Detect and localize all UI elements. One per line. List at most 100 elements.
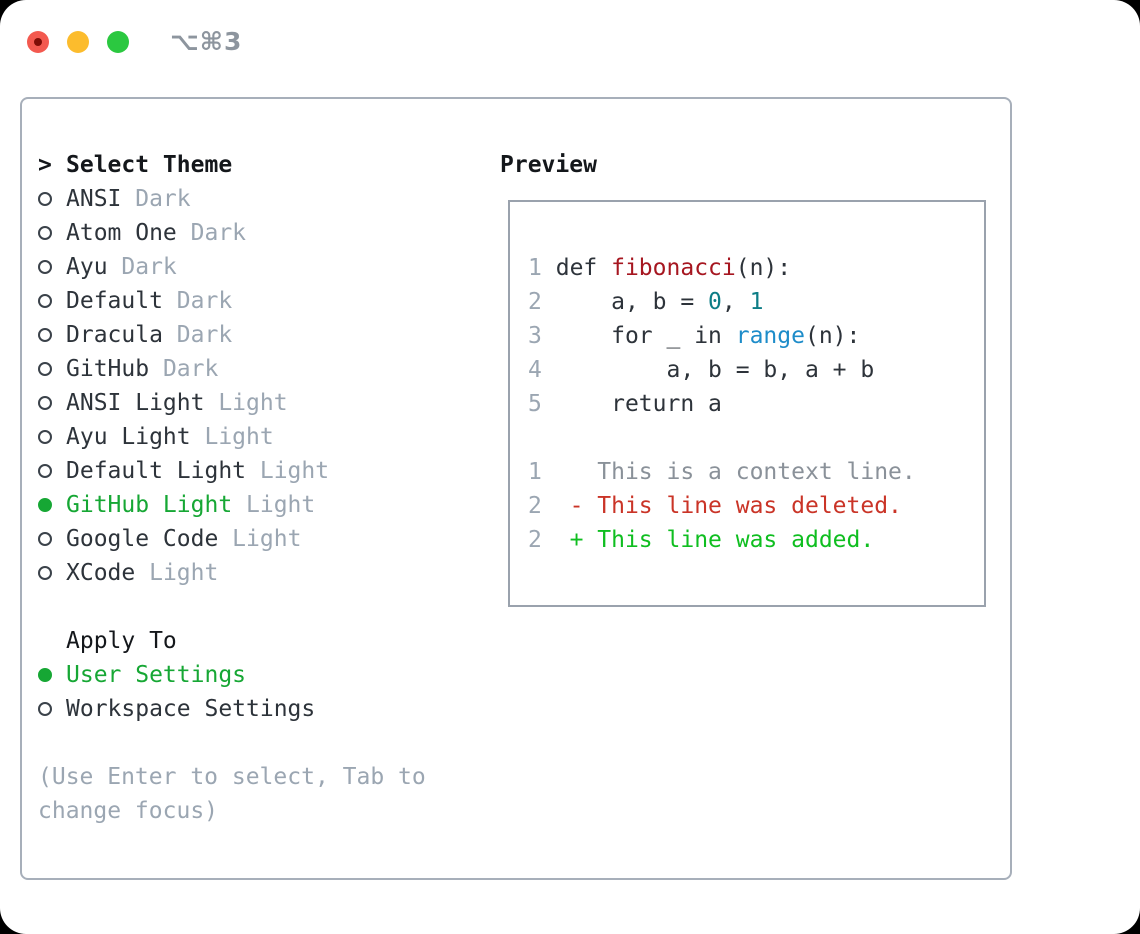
theme-option[interactable]: GitHub Light Light <box>38 488 426 522</box>
radio-unselected-icon <box>38 226 66 240</box>
radio-circle <box>38 532 52 546</box>
radio-circle <box>38 226 52 240</box>
radio-circle <box>38 498 52 512</box>
theme-option[interactable]: ANSI Dark <box>38 182 426 216</box>
apply-option-label: Workspace Settings <box>66 696 316 722</box>
theme-variant: Dark <box>149 356 219 382</box>
theme-name: Default Light <box>66 458 247 484</box>
radio-circle <box>38 566 52 580</box>
radio-circle <box>38 260 52 274</box>
theme-variant: Dark <box>162 288 233 314</box>
radio-unselected-icon <box>38 328 66 342</box>
radio-circle <box>38 192 52 206</box>
code-token: , <box>721 289 750 315</box>
theme-variant: Light <box>135 560 219 586</box>
window-shortcut-label: ⌥⌘3 <box>170 27 243 56</box>
code-token: fibonacci <box>611 255 736 281</box>
radio-unselected-icon <box>38 260 66 274</box>
radio-unselected-icon <box>38 294 66 308</box>
preview-line: 1 def fibonacci(n): <box>528 251 984 285</box>
theme-option[interactable]: XCode Light <box>38 556 426 590</box>
hint-line-1: (Use Enter to select, Tab to <box>38 764 426 790</box>
theme-variant: Dark <box>176 220 247 246</box>
theme-variant: Dark <box>107 254 177 280</box>
select-theme-title: Select Theme <box>66 152 233 178</box>
theme-name: Dracula <box>66 322 163 348</box>
preview-line <box>528 421 984 455</box>
code-token: a, b = b, a + b <box>555 357 875 383</box>
spacer <box>38 590 426 624</box>
prompt-icon: > <box>38 152 52 178</box>
hint-text: (Use Enter to select, Tab to change focu… <box>38 760 426 828</box>
theme-variant: Light <box>232 492 316 518</box>
theme-name: ANSI Light <box>66 390 205 416</box>
radio-circle <box>38 702 52 716</box>
radio-unselected-icon <box>38 362 66 376</box>
code-token: + This line was added. <box>555 527 875 553</box>
code-token: 0 <box>708 289 722 315</box>
theme-variant: Light <box>190 424 274 450</box>
radio-circle <box>38 362 52 376</box>
theme-variant: Light <box>204 390 288 416</box>
close-button[interactable] <box>27 30 49 53</box>
apply-to-title: Apply To <box>66 628 177 654</box>
apply-option[interactable]: Workspace Settings <box>38 692 426 726</box>
theme-option[interactable]: GitHub Dark <box>38 352 426 386</box>
theme-option[interactable]: Default Light Light <box>38 454 426 488</box>
spacer <box>38 726 426 760</box>
preview-line: 3 for _ in range(n): <box>528 319 984 353</box>
radio-circle <box>38 328 52 342</box>
code-token: for _ in <box>555 323 736 349</box>
code-token: a, b = <box>555 289 709 315</box>
preview-line: 4 a, b = b, a + b <box>528 353 984 387</box>
radio-unselected-icon <box>38 464 66 478</box>
theme-variant: Dark <box>162 322 233 348</box>
line-number: 1 <box>528 459 542 485</box>
theme-variant: Dark <box>121 186 191 212</box>
apply-option[interactable]: User Settings <box>38 658 426 692</box>
minimize-button[interactable] <box>67 30 89 53</box>
radio-circle <box>38 430 52 444</box>
hint-line-2: change focus) <box>38 798 219 824</box>
line-number: 1 <box>528 255 542 281</box>
code-token: - This line was deleted. <box>555 493 902 519</box>
theme-option[interactable]: Dracula Dark <box>38 318 426 352</box>
code-token: (n): <box>735 255 792 281</box>
theme-option[interactable]: Google Code Light <box>38 522 426 556</box>
code-token: 1 <box>749 289 764 315</box>
theme-option[interactable]: Default Dark <box>38 284 426 318</box>
line-number: 3 <box>528 323 542 349</box>
theme-variant: Light <box>246 458 330 484</box>
code-token: def <box>555 255 612 281</box>
theme-option[interactable]: Ayu Light Light <box>38 420 426 454</box>
preview-title: Preview <box>500 152 597 178</box>
theme-variant: Light <box>218 526 302 552</box>
radio-circle <box>38 668 52 682</box>
code-token: return a <box>555 391 722 417</box>
theme-name: Ayu <box>66 254 108 280</box>
apply-option-label: User Settings <box>66 662 247 688</box>
preview-line: 5 return a <box>528 387 984 421</box>
preview-line: 1 This is a context line. <box>528 455 984 489</box>
code-token: (n): <box>804 323 861 349</box>
radio-selected-icon <box>38 668 66 682</box>
code-token: range <box>735 323 805 349</box>
theme-name: XCode <box>66 560 136 586</box>
theme-name: Ayu Light <box>66 424 191 450</box>
radio-circle <box>38 396 52 410</box>
line-number: 4 <box>528 357 542 383</box>
zoom-button[interactable] <box>107 30 129 53</box>
theme-option[interactable]: Ayu Dark <box>38 250 426 284</box>
radio-circle <box>38 464 52 478</box>
select-theme-header: > Select Theme <box>38 148 426 182</box>
theme-option[interactable]: ANSI Light Light <box>38 386 426 420</box>
theme-name: Google Code <box>66 526 219 552</box>
theme-option[interactable]: Atom One Dark <box>38 216 426 250</box>
line-number: 2 <box>528 527 542 553</box>
theme-name: GitHub Light <box>66 492 233 518</box>
radio-unselected-icon <box>38 566 66 580</box>
